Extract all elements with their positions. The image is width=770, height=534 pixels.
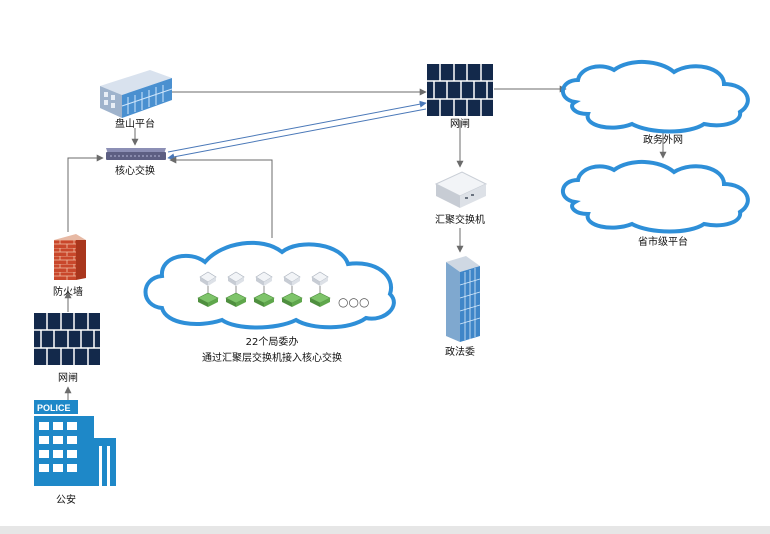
gateway-left-icon <box>34 313 100 365</box>
politics-law-building-icon <box>446 256 481 342</box>
bureau-switch-icon <box>253 271 275 307</box>
label-province-platform: 省市级平台 <box>638 237 688 248</box>
bureau-switch-icon <box>225 271 247 307</box>
core-switch-icon <box>106 148 166 160</box>
connectors <box>64 85 667 400</box>
gov-extranet-cloud <box>561 59 750 134</box>
bottom-bar <box>0 526 770 534</box>
label-agg-switch: 汇聚交换机 <box>435 215 485 226</box>
agg-switch-icon <box>434 171 488 208</box>
bureau-switch-icon <box>197 271 219 307</box>
link-cloud-to-core <box>169 156 273 238</box>
cloud-ellipsis: ○○○ <box>338 295 369 309</box>
police-building-icon: POLICE <box>34 400 116 486</box>
label-firewall: 防火墙 <box>53 287 83 298</box>
label-panshan-platform: 盘山平台 <box>115 119 155 130</box>
label-core-switch: 核心交换 <box>115 166 155 177</box>
label-police: 公安 <box>56 495 76 506</box>
label-gateway-right: 网闸 <box>450 119 470 130</box>
label-gateway-left: 网闸 <box>58 373 78 384</box>
bureau-switch-icon <box>281 271 303 307</box>
label-gov-extranet: 政务外网 <box>643 135 683 146</box>
police-sign: POLICE <box>37 403 71 413</box>
bureaus-cloud <box>143 240 396 330</box>
firewall-icon <box>54 234 86 280</box>
label-politics-law: 政法委 <box>445 347 475 358</box>
bureau-switch-icon <box>309 271 331 307</box>
bureau-switches <box>197 271 331 307</box>
cloud-caption-line1: 22个局委办 <box>245 337 299 348</box>
link-core-to-gateway <box>167 100 427 153</box>
panshan-platform-icon <box>100 70 173 118</box>
gateway-right-icon <box>427 64 493 116</box>
cloud-caption-line2: 通过汇聚层交换机接入核心交换 <box>202 353 342 364</box>
link-firewall-to-core <box>67 154 104 232</box>
province-platform-cloud <box>561 159 750 234</box>
link-gateway-to-core <box>167 108 427 161</box>
